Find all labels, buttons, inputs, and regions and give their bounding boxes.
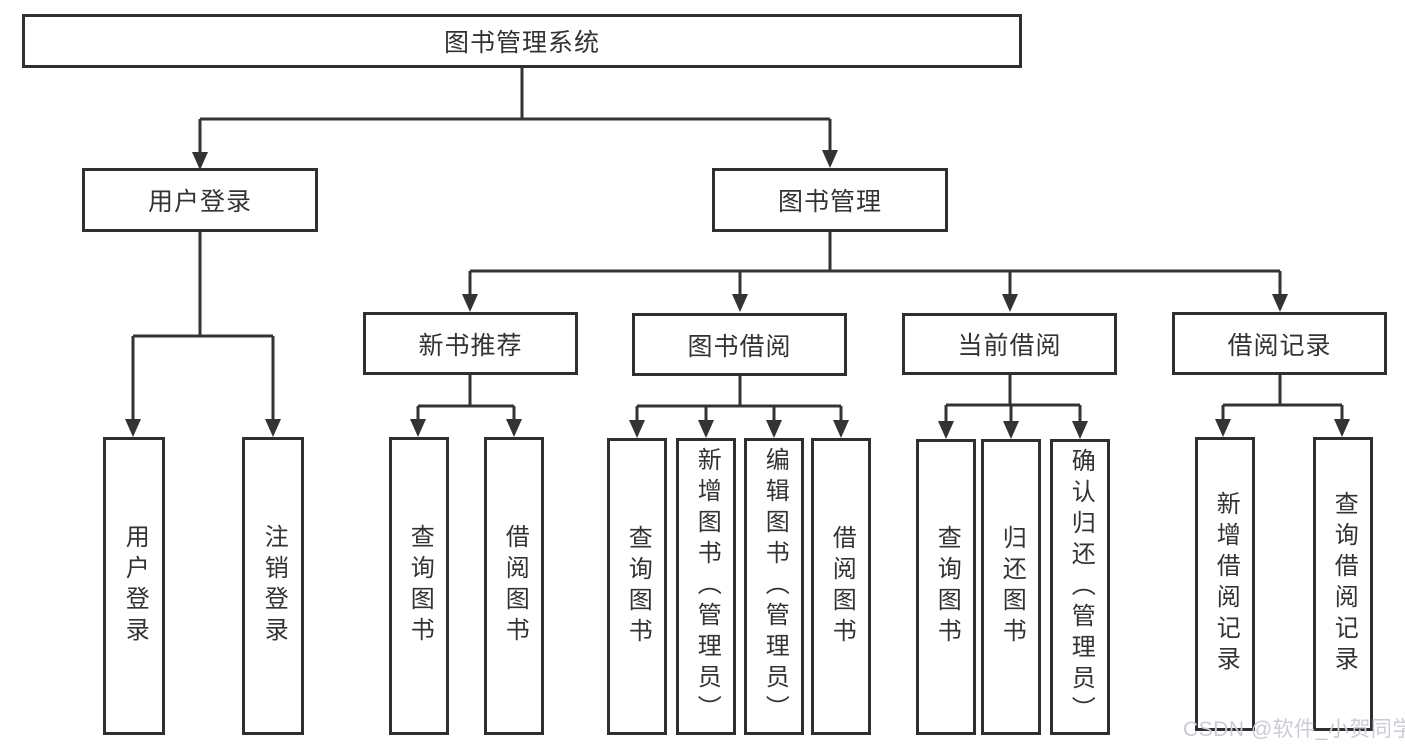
node-leaf-add-book-admin: 新增图书（管理员） bbox=[676, 438, 736, 735]
node-label: 注销登录 bbox=[260, 524, 288, 648]
node-leaf-logout: 注销登录 bbox=[242, 437, 304, 735]
node-leaf-query-books-borrowing: 查询图书 bbox=[607, 438, 667, 735]
node-label: 借阅图书 bbox=[501, 524, 529, 648]
watermark: CSDN @软件_小贺同学 bbox=[1183, 718, 1405, 741]
node-label: 确认归还（管理员） bbox=[1067, 447, 1095, 727]
node-leaf-query-books-recommend: 查询图书 bbox=[389, 437, 449, 735]
node-label: 新增图书（管理员） bbox=[693, 447, 721, 726]
node-library-management-system: 图书管理系统 bbox=[22, 14, 1022, 68]
node-label: 查询借阅记录 bbox=[1330, 491, 1358, 677]
node-leaf-query-borrow-record: 查询借阅记录 bbox=[1313, 437, 1373, 731]
node-book-borrowing: 图书借阅 bbox=[632, 313, 847, 376]
node-label: 借阅图书 bbox=[828, 524, 856, 649]
node-user-login: 用户登录 bbox=[82, 168, 318, 232]
node-label: 查询图书 bbox=[933, 525, 961, 649]
node-leaf-return-books: 归还图书 bbox=[981, 439, 1041, 735]
node-borrowing-records: 借阅记录 bbox=[1172, 312, 1387, 375]
node-label: 借阅记录 bbox=[1227, 331, 1332, 360]
node-label: 图书管理 bbox=[777, 188, 882, 216]
node-label: 编辑图书（管理员） bbox=[761, 447, 789, 726]
node-label: 查询图书 bbox=[406, 524, 434, 648]
node-label: 归还图书 bbox=[998, 525, 1026, 649]
node-leaf-edit-book-admin: 编辑图书（管理员） bbox=[744, 438, 804, 735]
node-label: 用户登录 bbox=[147, 188, 252, 216]
node-label: 当前借阅 bbox=[957, 332, 1062, 360]
node-leaf-borrow-books-borrowing: 借阅图书 bbox=[811, 438, 871, 735]
node-new-book-recommendation: 新书推荐 bbox=[363, 312, 578, 375]
node-leaf-confirm-return-admin: 确认归还（管理员） bbox=[1050, 439, 1110, 735]
node-label: 图书借阅 bbox=[687, 332, 792, 361]
node-leaf-user-login: 用户登录 bbox=[103, 437, 165, 735]
node-leaf-add-borrow-record: 新增借阅记录 bbox=[1195, 437, 1255, 731]
node-label: 图书管理系统 bbox=[443, 29, 600, 57]
node-label: 用户登录 bbox=[121, 524, 149, 648]
node-label: 新书推荐 bbox=[418, 331, 523, 360]
node-leaf-borrow-books-recommend: 借阅图书 bbox=[484, 437, 544, 735]
node-leaf-query-books-current: 查询图书 bbox=[916, 439, 976, 735]
node-current-borrowing: 当前借阅 bbox=[902, 313, 1117, 375]
node-label: 查询图书 bbox=[624, 524, 652, 649]
node-book-management: 图书管理 bbox=[712, 168, 948, 232]
node-label: 新增借阅记录 bbox=[1212, 491, 1240, 677]
